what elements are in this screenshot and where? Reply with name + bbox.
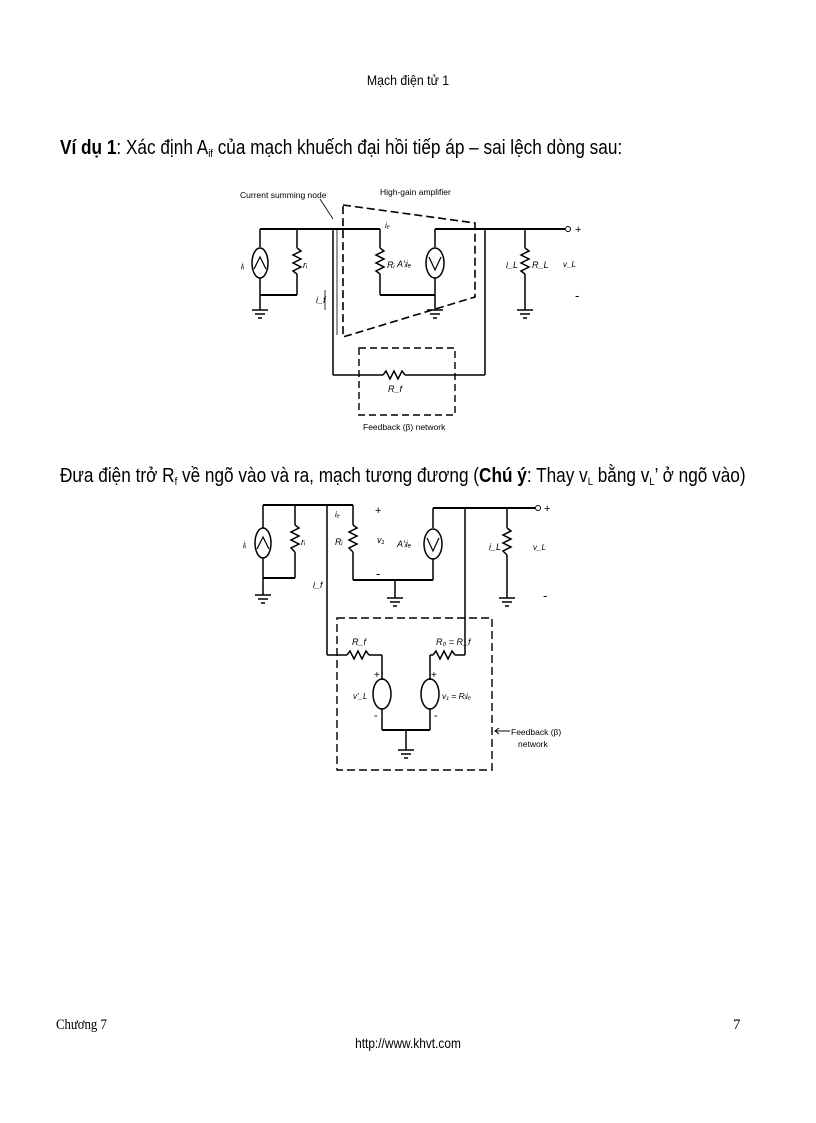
- page-number: 7: [733, 1017, 741, 1033]
- page-header: Mạch điện tử 1: [366, 72, 450, 88]
- svg-text:v₁: v₁: [377, 535, 385, 545]
- svg-text:+: +: [375, 505, 381, 517]
- example-heading: Ví dụ 1: Xác định Aif của mạch khuếch đạ…: [60, 137, 622, 160]
- example-text: của mạch khuếch đại hồi tiếp áp – sai lệ…: [212, 137, 623, 159]
- svg-text:-: -: [543, 588, 547, 603]
- svg-text:+: +: [575, 224, 581, 236]
- svg-text:-: -: [575, 288, 579, 303]
- svg-text:R_L: R_L: [532, 260, 549, 270]
- svg-text:i_f: i_f: [313, 580, 324, 590]
- text: : Thay v: [526, 465, 588, 487]
- svg-text:Rᵢ: Rᵢ: [335, 537, 343, 547]
- subscript: L: [587, 476, 593, 488]
- footer-url[interactable]: http://www.khvt.com: [355, 1035, 461, 1051]
- svg-text:rᵢ: rᵢ: [303, 260, 308, 270]
- text: bằng v: [592, 465, 650, 487]
- equivalent-heading: Đưa điện trở Rf về ngõ vào và ra, mạch t…: [60, 465, 746, 488]
- svg-text:A′ᵢiₑ: A′ᵢiₑ: [396, 259, 412, 269]
- svg-text:i_L: i_L: [506, 260, 518, 270]
- example-text: : Xác định A: [116, 137, 209, 159]
- text: về ngõ vào và ra, mạch tương đương (: [177, 465, 480, 487]
- svg-text:network: network: [518, 739, 549, 749]
- svg-text:v₁ = Rᵢiₑ: v₁ = Rᵢiₑ: [442, 691, 471, 701]
- svg-text:R₀ = R_f: R₀ = R_f: [436, 637, 472, 647]
- label-amplifier: High-gain amplifier: [380, 187, 451, 197]
- circuit-figure-1: Current summing node High-gain amplifier…: [225, 185, 595, 445]
- label-feedback: Feedback (β) network: [363, 422, 446, 432]
- subscript: f: [174, 476, 178, 488]
- svg-text:i_L: i_L: [489, 542, 501, 552]
- svg-text:-: -: [376, 566, 380, 581]
- svg-text:rᵢ: rᵢ: [301, 537, 306, 547]
- subscript: L: [649, 476, 655, 488]
- svg-text:iᵢ: iᵢ: [241, 261, 245, 271]
- svg-text:v_L: v_L: [533, 543, 546, 552]
- svg-text:+: +: [431, 670, 437, 681]
- subscript: if: [208, 148, 213, 160]
- svg-text:Feedback (β): Feedback (β): [511, 727, 561, 737]
- svg-text:-: -: [374, 710, 378, 722]
- svg-text:v′_L: v′_L: [353, 692, 367, 701]
- text: Đưa điện trở R: [60, 465, 175, 487]
- svg-text:Rᵢ: Rᵢ: [387, 260, 395, 270]
- svg-text:+: +: [374, 670, 380, 681]
- svg-text:iₑ: iₑ: [335, 510, 340, 519]
- svg-text:iₑ: iₑ: [385, 221, 390, 230]
- text: ’ ở ngõ vào): [654, 465, 746, 487]
- bold-note: Chú ý: [479, 465, 527, 487]
- circuit-figure-2: + - iᵢ rᵢ i_f Rᵢ iₑ + v₁ - A′ᵢiₑ i_L v_L…: [235, 500, 575, 790]
- svg-text:R_f: R_f: [388, 384, 404, 394]
- svg-text:A′ᵢiₑ: A′ᵢiₑ: [396, 539, 412, 549]
- svg-text:R_f: R_f: [352, 637, 368, 647]
- svg-text:iᵢ: iᵢ: [243, 540, 247, 550]
- svg-text:i_f: i_f: [316, 295, 327, 305]
- svg-text:+: +: [544, 503, 550, 515]
- footer-chapter: Chương 7: [56, 1017, 107, 1033]
- example-label: Ví dụ 1: [60, 137, 117, 159]
- svg-text:-: -: [434, 710, 438, 722]
- label-current-node: Current summing node: [240, 190, 327, 200]
- svg-text:v_L: v_L: [563, 260, 576, 269]
